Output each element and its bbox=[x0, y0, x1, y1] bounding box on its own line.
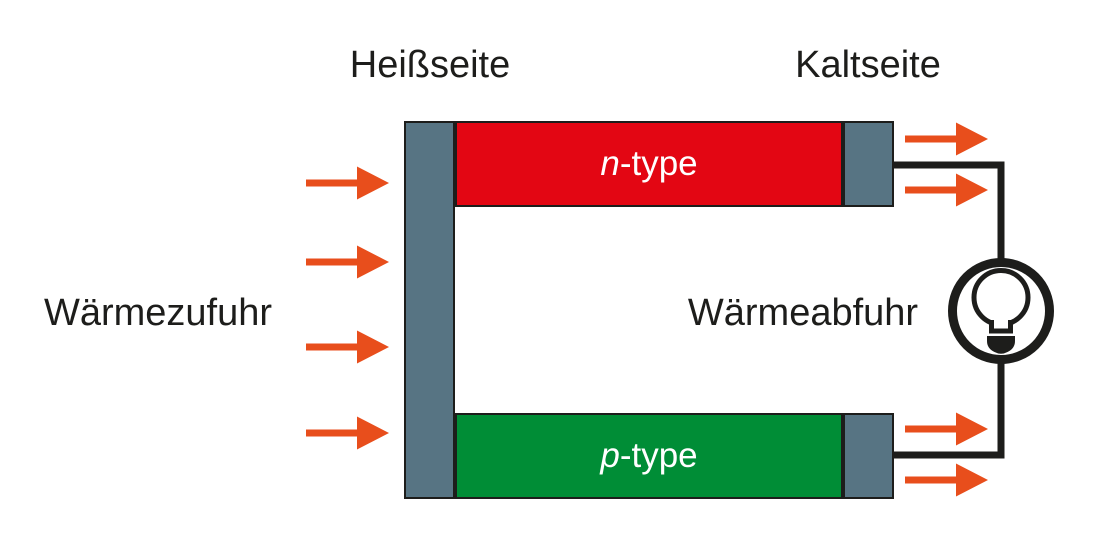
bulb-neck bbox=[989, 320, 1013, 334]
light-bulb-icon bbox=[948, 258, 1054, 364]
cold-side-plate-top bbox=[843, 121, 894, 207]
heat-input-arrows bbox=[306, 166, 389, 450]
heat-output-arrow-top-1-icon bbox=[905, 122, 988, 156]
hot-side-label: Heißseite bbox=[349, 44, 511, 86]
bulb-ring bbox=[948, 258, 1054, 364]
n-type-leg: n-type bbox=[455, 121, 843, 207]
heat-input-arrow-4-icon bbox=[306, 416, 389, 450]
heat-output-label: Wärmeabfuhr bbox=[687, 292, 919, 334]
cold-side-label: Kaltseite bbox=[795, 44, 941, 86]
heat-output-arrow-top-2-icon bbox=[905, 173, 988, 207]
n-type-leg-label: n-type bbox=[600, 144, 697, 184]
heat-output-arrow-bottom-2-icon bbox=[905, 463, 988, 497]
cold-side-plate-bottom bbox=[843, 413, 894, 499]
circuit-wire-top bbox=[894, 161, 1005, 260]
circuit-wire-bottom bbox=[894, 362, 1005, 459]
bulb-base bbox=[987, 336, 1015, 354]
n-type-leg-label-prefix: n bbox=[600, 144, 620, 183]
heat-output-arrow-bottom-1-icon bbox=[905, 412, 988, 446]
p-type-leg-label-suffix: -type bbox=[619, 436, 698, 475]
bulb-glass bbox=[971, 268, 1031, 327]
n-type-leg-label-suffix: -type bbox=[619, 144, 698, 183]
p-type-leg: p-type bbox=[455, 413, 843, 499]
heat-input-arrow-2-icon bbox=[306, 245, 389, 279]
heat-input-label: Wärmezufuhr bbox=[43, 292, 273, 334]
heat-input-arrow-3-icon bbox=[306, 330, 389, 364]
p-type-leg-label: p-type bbox=[600, 436, 697, 476]
hot-side-plate bbox=[404, 121, 455, 499]
heat-input-arrow-1-icon bbox=[306, 166, 389, 200]
p-type-leg-label-prefix: p bbox=[600, 436, 620, 475]
